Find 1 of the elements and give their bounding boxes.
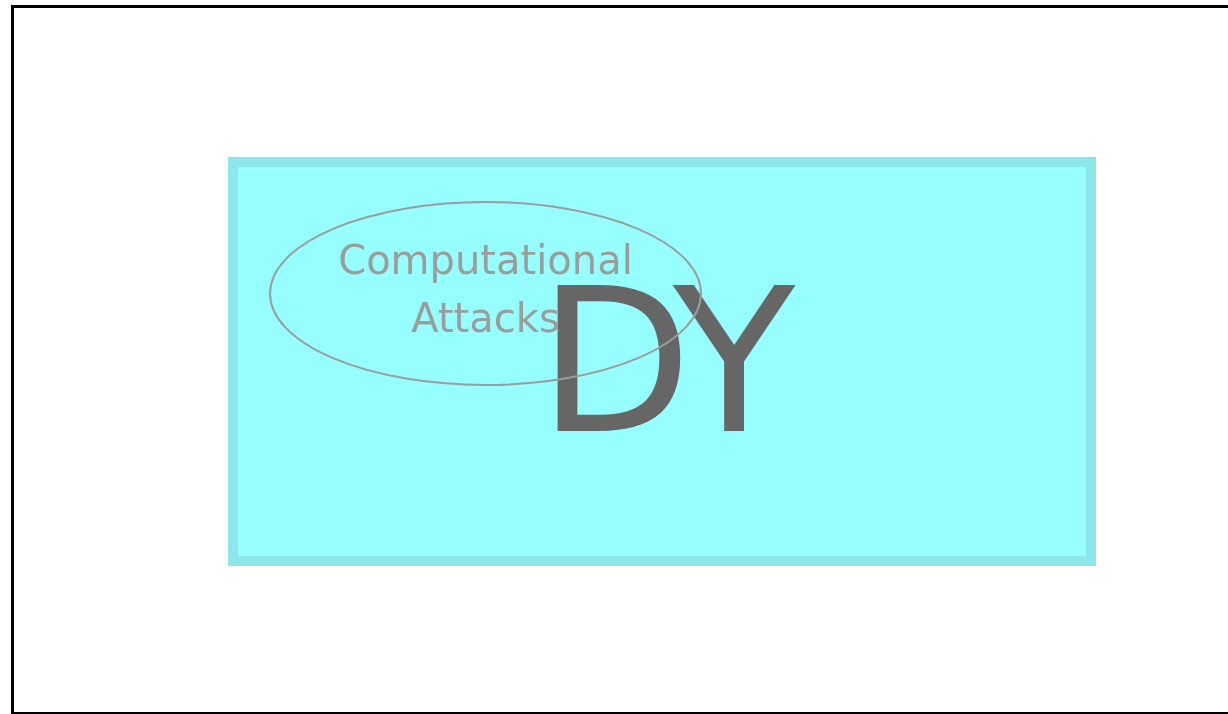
region-box [228, 157, 1096, 566]
